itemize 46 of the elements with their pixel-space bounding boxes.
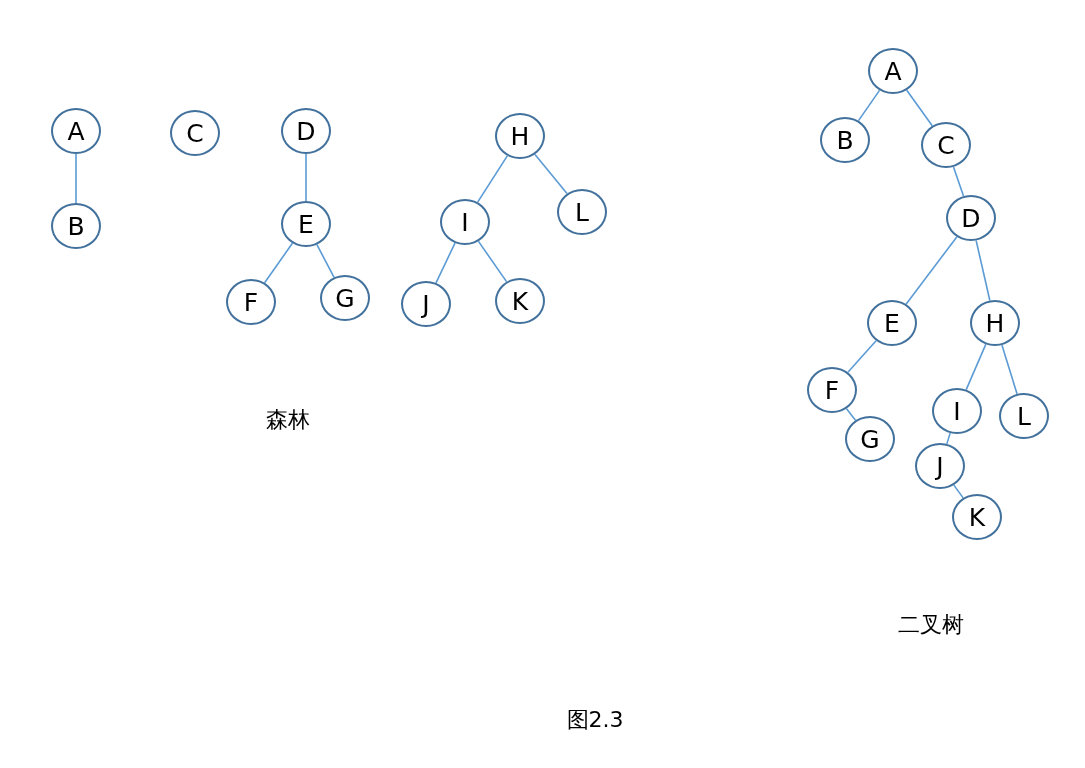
tree-node-circle: J (401, 281, 451, 327)
tree-node-circle: K (952, 494, 1002, 540)
connector-line (905, 236, 958, 305)
connector-line (857, 89, 881, 122)
connector-line (952, 166, 965, 197)
tree-node-circle: B (51, 203, 101, 249)
section-label: 森林 (266, 406, 310, 434)
connector-line (263, 242, 294, 284)
tree-node-circle: L (999, 393, 1049, 439)
connector-line (305, 153, 307, 202)
tree-node-circle: E (281, 201, 331, 247)
tree-node-circle: F (807, 367, 857, 413)
connector-line (477, 240, 508, 283)
tree-node-circle: B (820, 117, 870, 163)
connector-line (845, 407, 857, 422)
tree-node-circle: G (845, 416, 895, 462)
connector-line (534, 153, 568, 195)
connector-line (905, 89, 934, 127)
connector-line (435, 242, 456, 284)
tree-node-circle: E (867, 300, 917, 346)
figure-caption: 图2.3 (566, 706, 624, 734)
tree-node-circle: A (868, 48, 918, 94)
tree-node-circle: L (557, 189, 607, 235)
connector-line (975, 239, 991, 302)
tree-node-circle: H (495, 113, 545, 159)
connector-line (75, 153, 77, 204)
tree-node-circle: I (932, 388, 982, 434)
tree-node-circle: H (970, 300, 1020, 346)
connector-line (965, 343, 987, 391)
connector-line (946, 432, 951, 445)
tree-node-circle: D (946, 195, 996, 241)
tree-node-circle: D (281, 108, 331, 154)
tree-node-circle: F (226, 279, 276, 325)
connector-line (316, 243, 335, 279)
tree-node-circle: I (440, 199, 490, 245)
connector-line (1001, 344, 1018, 395)
tree-node-circle: C (921, 122, 971, 168)
connector-line (953, 484, 964, 499)
tree-node-circle: J (915, 443, 965, 489)
tree-node-circle: G (320, 275, 370, 321)
tree-node-circle: C (170, 110, 220, 156)
tree-node-circle: K (495, 278, 545, 324)
tree-node-circle: A (51, 108, 101, 154)
connector-line (847, 339, 877, 374)
section-label: 二叉树 (898, 611, 964, 639)
connector-line (476, 155, 509, 203)
